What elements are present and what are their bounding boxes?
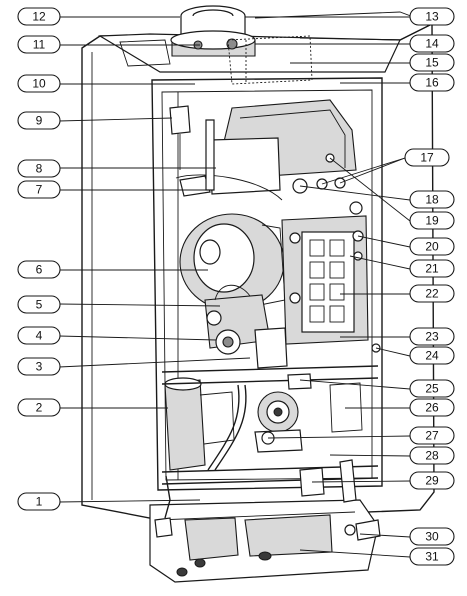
svg-text:2: 2 [36,401,43,415]
svg-text:3: 3 [36,360,43,374]
svg-text:22: 22 [425,287,439,301]
svg-text:7: 7 [36,183,43,197]
callout-23: 23 [409,327,455,346]
callout-14: 14 [409,34,455,53]
svg-text:20: 20 [425,240,439,254]
callout-22: 22 [409,284,455,303]
callout-31: 31 [409,547,455,566]
expansion-vessel [164,377,235,471]
callout-3: 3 [17,357,61,376]
flue-adapter [170,5,313,85]
svg-text:15: 15 [425,56,439,70]
callout-11: 11 [17,35,61,54]
svg-text:29: 29 [425,474,439,488]
svg-text:8: 8 [36,162,43,176]
svg-text:27: 27 [425,429,439,443]
svg-text:28: 28 [425,449,439,463]
svg-text:25: 25 [425,382,439,396]
svg-text:9: 9 [36,114,43,128]
callout-18: 18 [409,190,455,209]
svg-text:30: 30 [425,530,439,544]
fan-assembly [175,174,286,311]
callout-26: 26 [409,398,455,417]
leader-lines [58,16,411,558]
svg-text:6: 6 [36,263,43,277]
heat-exchanger [209,99,363,215]
callout-6: 6 [17,260,61,279]
callout-17: 17 [404,148,450,167]
svg-text:21: 21 [425,262,439,276]
svg-text:14: 14 [425,37,439,51]
svg-text:18: 18 [425,193,439,207]
callout-1: 1 [17,492,61,511]
callout-4: 4 [17,326,61,345]
callout-10: 10 [17,74,61,93]
svg-text:12: 12 [32,10,46,24]
svg-text:23: 23 [425,330,439,344]
callout-29: 29 [409,471,455,490]
gas-valve [204,284,288,369]
callout-28: 28 [409,446,455,465]
svg-text:1: 1 [36,495,43,509]
callout-13: 13 [409,7,455,26]
svg-text:11: 11 [33,38,46,52]
callout-27: 27 [409,426,455,445]
svg-text:13: 13 [425,10,439,24]
svg-text:24: 24 [425,349,439,363]
callout-25: 25 [409,379,455,398]
svg-text:26: 26 [425,401,439,415]
callout-20: 20 [409,237,455,256]
callout-15: 15 [409,53,455,72]
callout-9: 9 [17,111,61,130]
svg-text:16: 16 [425,76,439,90]
svg-text:5: 5 [36,298,43,312]
svg-text:4: 4 [36,329,43,343]
callout-8: 8 [17,159,61,178]
svg-text:17: 17 [420,151,434,165]
svg-text:31: 31 [425,550,439,564]
callout-24: 24 [409,346,455,365]
pump [254,391,303,453]
callout-2: 2 [17,398,61,417]
callout-7: 7 [17,180,61,199]
svg-text:10: 10 [32,77,46,91]
callout-12: 12 [17,7,61,26]
burner-window [281,215,369,345]
callout-30: 30 [409,527,455,546]
callout-19: 19 [409,211,455,230]
svg-text:19: 19 [425,214,439,228]
callout-5: 5 [17,295,61,314]
callout-16: 16 [409,73,455,92]
callout-21: 21 [409,259,455,278]
